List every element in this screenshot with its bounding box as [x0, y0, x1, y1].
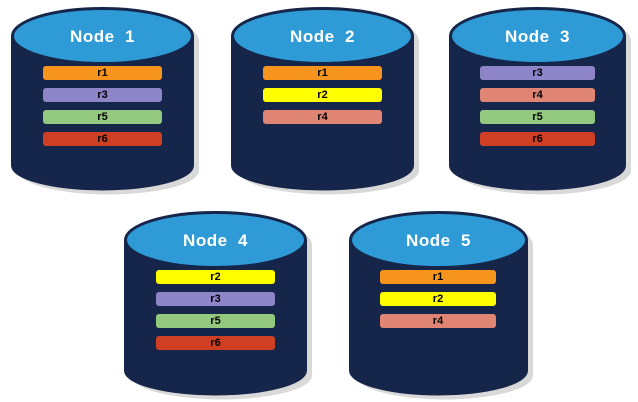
cylinder-top — [125, 212, 306, 268]
record-bar[interactable]: r1 — [43, 66, 162, 80]
record-bar[interactable]: r6 — [43, 132, 162, 146]
cylinder-top — [232, 8, 413, 64]
record-bar[interactable]: r4 — [480, 88, 595, 102]
record-bar[interactable]: r2 — [156, 270, 275, 284]
record-bar[interactable]: r1 — [380, 270, 496, 284]
record-bar[interactable]: r5 — [43, 110, 162, 124]
record-bar[interactable]: r2 — [263, 88, 382, 102]
record-bar[interactable]: r4 — [380, 314, 496, 328]
record-bar[interactable]: r6 — [156, 336, 275, 350]
record-bar[interactable]: r5 — [156, 314, 275, 328]
record-bar[interactable]: r2 — [380, 292, 496, 306]
cylinder-top — [350, 212, 527, 268]
record-bar[interactable]: r5 — [480, 110, 595, 124]
record-bar[interactable]: r4 — [263, 110, 382, 124]
record-bar[interactable]: r3 — [43, 88, 162, 102]
cylinder-top — [12, 8, 193, 64]
record-bar[interactable]: r6 — [480, 132, 595, 146]
cylinder-shape — [231, 7, 419, 195]
record-bar[interactable]: r3 — [480, 66, 595, 80]
record-bar[interactable]: r1 — [263, 66, 382, 80]
cylinder-top — [450, 8, 625, 64]
record-bar[interactable]: r3 — [156, 292, 275, 306]
